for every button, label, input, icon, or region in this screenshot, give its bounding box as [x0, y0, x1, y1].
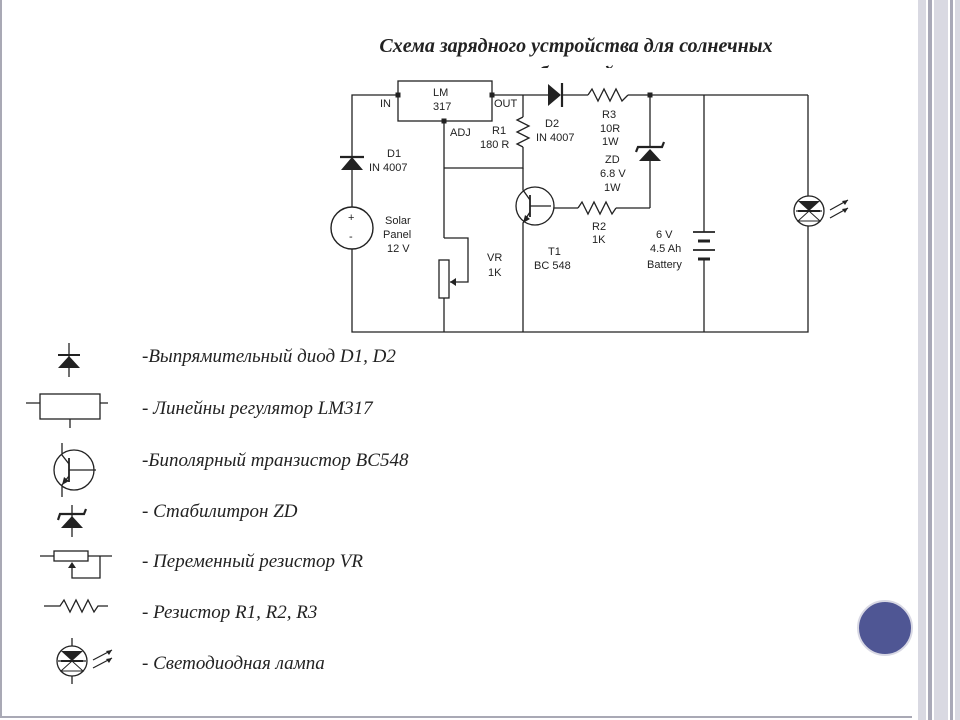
r1-name: R1 — [492, 125, 506, 137]
r3-resistor-icon — [587, 87, 629, 103]
d1-diode-icon — [340, 155, 364, 170]
legend-led-lamp-icon — [56, 638, 113, 684]
zd-name: ZD — [605, 154, 620, 166]
zd-power: 1W — [604, 182, 621, 194]
legend-item-diode: -Выпрямительный диод D1, D2 — [142, 346, 396, 367]
regulator-pin-in: IN — [380, 98, 391, 110]
r3-name: R3 — [602, 109, 616, 121]
legend-resistor-icon — [44, 598, 108, 614]
regulator-pin-adj: ADJ — [450, 127, 471, 139]
slide-frame — [0, 0, 912, 718]
t1-transistor-icon — [515, 168, 555, 332]
r2-name: R2 — [592, 221, 606, 233]
r3-power: 1W — [602, 136, 619, 148]
regulator-pin-out: OUT — [494, 98, 518, 110]
legend-item-resistor: - Резистор R1, R2, R3 — [142, 602, 318, 623]
decorative-stripes — [916, 0, 960, 720]
t1-part: BC 548 — [534, 260, 571, 272]
legend-item-led-lamp: - Светодиодная лампа — [142, 653, 325, 674]
solar-label-line2: Panel — [383, 229, 411, 241]
legend-transistor-icon — [53, 443, 96, 497]
r2-value: 1K — [592, 234, 606, 246]
legend-variable-resistor-icon — [40, 550, 112, 579]
solar-panel-icon — [330, 206, 374, 250]
vr-name: VR — [487, 252, 502, 264]
legend-item-variable-resistor: - Переменный резистор VR — [142, 551, 363, 572]
regulator-number: 317 — [433, 101, 451, 113]
circuit-diagram: D1 IN 4007 + - Solar Panel 12 V LM 317 I… — [330, 80, 849, 333]
battery-voltage: 6 V — [656, 229, 673, 241]
r2-resistor-icon — [577, 200, 617, 216]
battery-label: Battery — [647, 259, 682, 271]
solar-label-line3: 12 V — [387, 243, 410, 255]
battery-capacity: 4.5 Ah — [650, 243, 681, 255]
solar-label-line1: Solar — [385, 215, 411, 227]
d2-part: IN 4007 — [536, 132, 575, 144]
legend-item-transistor: -Биполярный транзистор BC548 — [142, 450, 409, 471]
regulator-name: LM — [433, 87, 448, 99]
vr-value: 1K — [488, 267, 502, 279]
d2-name: D2 — [545, 118, 559, 130]
t1-name: T1 — [548, 246, 561, 258]
solar-plus: + — [348, 212, 354, 224]
led-lamp-icon — [793, 195, 849, 227]
r1-resistor-icon — [515, 116, 531, 148]
legend-symbols — [26, 343, 113, 684]
legend-zener-icon — [56, 505, 88, 537]
r3-value: 10R — [600, 123, 620, 135]
legend-diode-icon — [58, 343, 80, 377]
d2-diode-icon — [548, 83, 564, 107]
solar-minus: - — [349, 231, 353, 243]
zd-value: 6.8 V — [600, 168, 626, 180]
battery-icon — [693, 231, 715, 261]
vr-variable-resistor-icon — [438, 259, 456, 299]
legend-item-regulator: - Линейны регулятор LM317 — [142, 398, 373, 419]
d1-part: IN 4007 — [369, 162, 408, 174]
legend-regulator-icon — [26, 393, 108, 428]
r1-value: 180 R — [480, 139, 509, 151]
zd-zener-icon — [634, 141, 666, 161]
decorative-circle — [857, 600, 913, 656]
slide-title: Схема зарядного устройства для солнечных… — [379, 35, 773, 68]
legend-item-zener: - Стабилитрон ZD — [142, 501, 298, 522]
d1-name: D1 — [387, 148, 401, 160]
